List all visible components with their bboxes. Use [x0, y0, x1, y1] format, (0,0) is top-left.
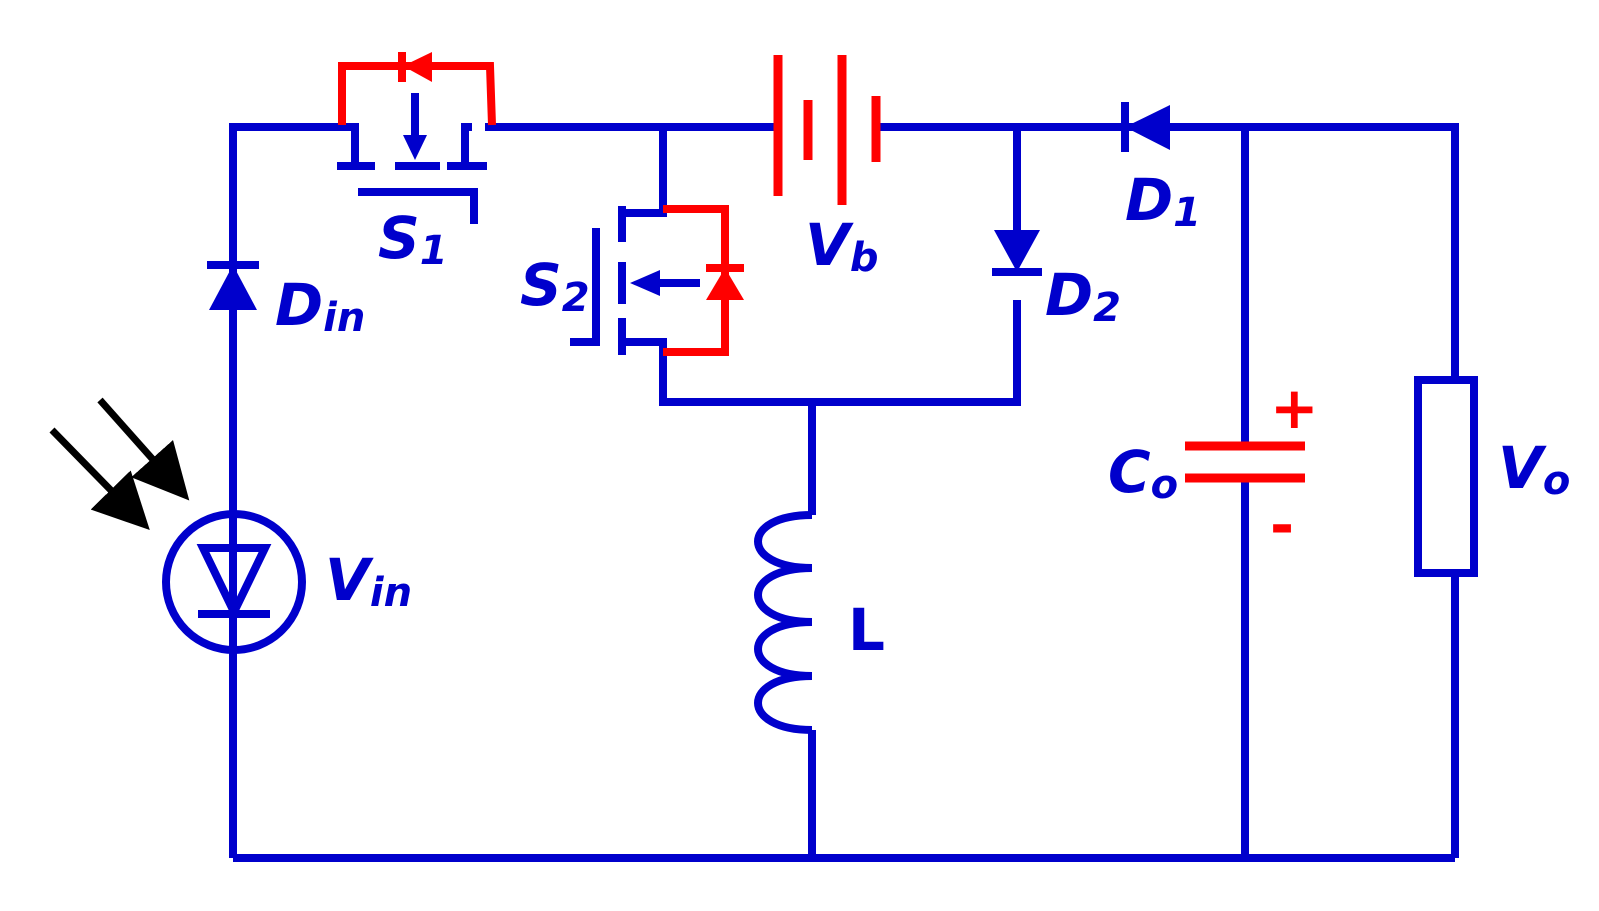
load-resistor-vo: [1414, 376, 1478, 577]
label-vin: Vin: [325, 546, 412, 616]
label-l: L: [848, 596, 885, 664]
label-vo: Vo: [1498, 434, 1570, 504]
diode-din: [207, 261, 259, 310]
wire-right-top: [1118, 123, 1459, 380]
label-s1: S1: [378, 204, 448, 274]
label-d2: D2: [1045, 261, 1121, 331]
s2-body-diode-icon: [706, 268, 744, 300]
mosfet-s1: [337, 52, 496, 224]
s1-body-arrow: [403, 135, 427, 160]
label-co: Co: [1108, 438, 1178, 508]
label-minus: -: [1270, 491, 1294, 559]
label-s2: S2: [520, 251, 590, 321]
inductor-l: [754, 511, 813, 734]
label-plus: +: [1270, 374, 1319, 442]
wire-left-top: [229, 123, 340, 858]
mosfet-s2: [570, 205, 744, 356]
light-arrow-2: [97, 397, 190, 501]
capacitor-co: [1185, 441, 1305, 483]
photodiode-vin: [49, 397, 306, 654]
label-d1: D1: [1125, 166, 1201, 236]
diode-d2: [992, 230, 1042, 276]
light-arrow-1: [49, 427, 150, 531]
wire-s2-drain: [630, 127, 667, 217]
label-din: Din: [275, 271, 365, 341]
battery-vb: [773, 55, 881, 205]
wires: [229, 123, 1459, 862]
diode-d1: [1121, 102, 1170, 152]
s1-body-diode-icon: [403, 52, 432, 82]
s2-body-arrow: [630, 270, 660, 296]
label-vb: Vb: [805, 211, 879, 281]
